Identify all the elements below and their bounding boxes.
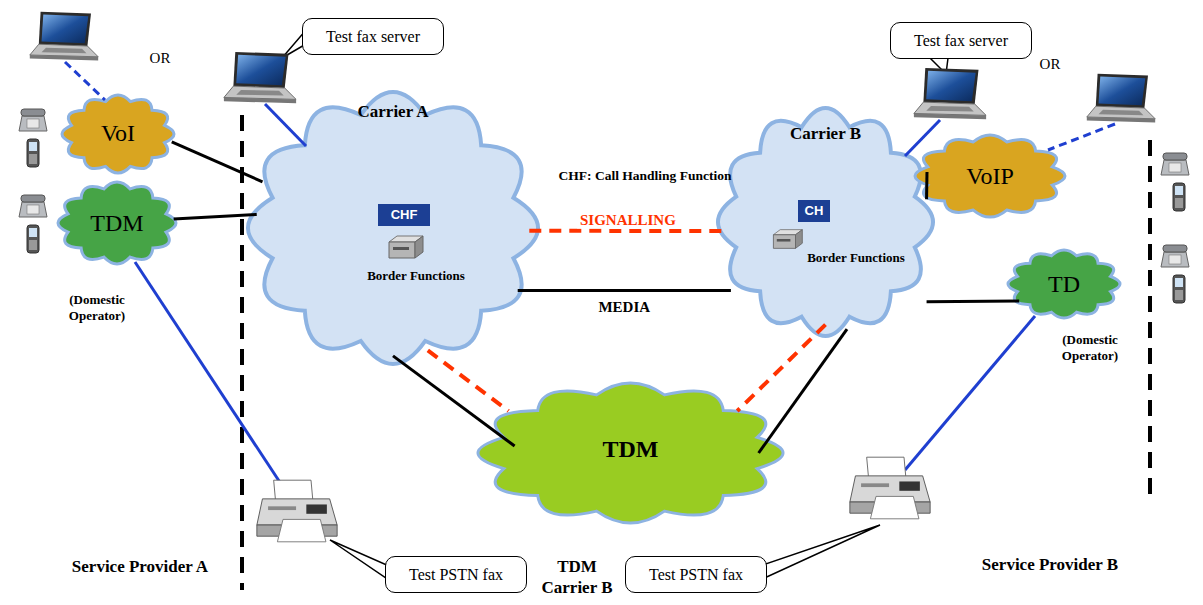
- media-link: [925, 172, 928, 199]
- edge-label: MEDIA: [595, 299, 653, 316]
- network-cloud: TD: [1008, 250, 1120, 318]
- node-text: Carrier B: [718, 124, 933, 144]
- node-text: Test fax server: [907, 31, 1015, 50]
- node-text: Test PSTN fax: [402, 565, 510, 584]
- carrier-cloud: Carrier A Border Functions CHF: [248, 92, 538, 364]
- callout-box: Test fax server: [302, 18, 444, 55]
- network-cloud: VoI: [62, 95, 174, 173]
- laptop-icon: [30, 12, 1155, 123]
- edge-label: SIGNALLING: [577, 211, 679, 228]
- free-label: Service Provider A: [70, 556, 210, 577]
- node-text: TD: [1008, 270, 1120, 298]
- free-label: (Domestic Operator): [52, 292, 142, 324]
- node-text: TDM: [478, 435, 783, 463]
- callout-box: Test fax server: [890, 22, 1032, 59]
- media-link: [172, 142, 263, 182]
- node-text: Border Functions: [806, 250, 906, 265]
- signalling-link: [529, 229, 726, 233]
- media-link: [174, 214, 257, 219]
- signalling-link: [428, 350, 509, 411]
- callout-box: Test PSTN fax: [625, 556, 767, 593]
- node-text: TDM: [58, 209, 176, 237]
- node-text: Carrier A: [248, 102, 538, 122]
- free-label: (Domestic Operator): [1045, 332, 1135, 364]
- free-label: OR: [140, 50, 180, 67]
- node-text: CH: [798, 200, 830, 222]
- network-cloud: TDM: [58, 182, 176, 264]
- free-label: CHF: Call Handling Function: [545, 168, 745, 184]
- node-text: Border Functions: [366, 268, 466, 283]
- node-text: VoI: [62, 119, 174, 147]
- function-box: CHF: [378, 204, 430, 226]
- node-text: VoIP: [915, 162, 1065, 190]
- node-text: CHF: [378, 204, 430, 226]
- callout-box: Test PSTN fax: [385, 556, 527, 593]
- signalling-link: [737, 325, 825, 411]
- phone-icon: [19, 109, 1189, 303]
- network-cloud: TDM: [478, 383, 783, 523]
- free-label: Service Provider B: [980, 554, 1120, 575]
- media-link: [759, 329, 847, 453]
- node-text: Test fax server: [319, 27, 427, 46]
- carrier-cloud: Carrier B Border Functions CH: [718, 108, 933, 336]
- cloud-outline: [248, 92, 538, 364]
- function-box: CH: [798, 200, 830, 222]
- media-link: [927, 300, 1020, 304]
- media-link: [518, 289, 731, 292]
- free-label: TDM Carrier B: [535, 556, 619, 598]
- node-text: Test PSTN fax: [642, 565, 750, 584]
- network-cloud: VoIP: [915, 135, 1065, 217]
- free-label: OR: [1030, 56, 1070, 73]
